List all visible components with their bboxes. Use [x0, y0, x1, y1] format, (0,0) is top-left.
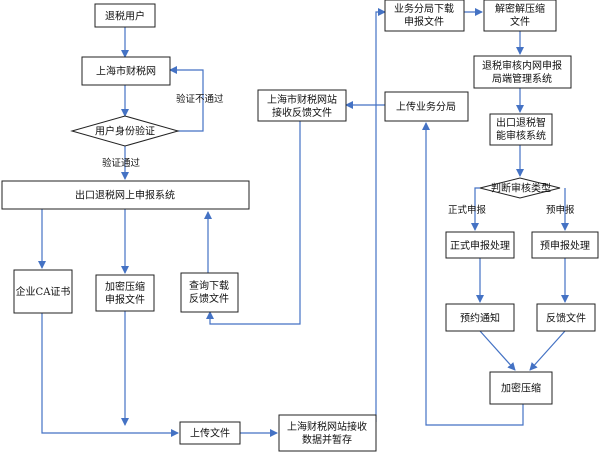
node-branch-download-line2: 申报文件	[404, 15, 444, 28]
node-pre-process-text: 预申报处理	[540, 239, 590, 252]
node-branch-download-line1: 业务分局下载	[394, 2, 454, 15]
node-smart-audit-line2: 能审核系统	[496, 129, 546, 142]
node-encrypt-compress	[489, 371, 553, 405]
node-feedback-file-text: 反馈文件	[546, 312, 586, 325]
node-upload-branch	[384, 91, 469, 122]
node-tax-user	[94, 3, 156, 28]
node-export-system	[1, 180, 250, 210]
node-appointment-notice-text: 预约通知	[460, 312, 500, 325]
node-audit-system-line2: 局端管理系统	[492, 72, 552, 85]
label-pre-declare: 预申报	[546, 204, 575, 216]
node-query-download	[180, 272, 239, 313]
node-query-download-line1: 查询下载	[189, 279, 229, 292]
node-encrypt-file	[95, 274, 155, 312]
node-formal-process-text: 正式申报处理	[450, 239, 510, 252]
node-decrypt	[483, 0, 557, 32]
node-ca-cert	[13, 269, 73, 314]
node-receive-store-line1: 上海财税网站接收	[287, 420, 367, 433]
node-upload-file-text: 上传文件	[190, 427, 230, 440]
node-audit-system	[473, 55, 572, 89]
node-upload-file	[179, 421, 241, 445]
arrow-notice-to-encrypt	[479, 330, 516, 371]
arrow-judge-to-formal	[471, 187, 480, 231]
arrow-feedback-to-encrypt	[529, 330, 566, 371]
node-receive-feedback-line1: 上海市财税网站	[267, 93, 337, 106]
label-formal-declare: 正式申报	[448, 204, 487, 216]
label-verify-pass: 验证通过	[102, 157, 141, 169]
node-encrypt-compress-text: 加密压缩	[501, 382, 541, 395]
node-receive-store-line2: 数据并暂存	[302, 433, 352, 446]
node-branch-download	[384, 0, 465, 32]
node-formal-process	[445, 231, 515, 259]
node-smart-audit-line1: 出口退税智	[496, 116, 546, 129]
node-decrypt-line1: 解密解压缩	[495, 2, 545, 15]
node-audit-system-line1: 退税审核内网申报	[482, 59, 562, 72]
node-export-system-text: 出口退税网上申报系统	[75, 189, 175, 202]
node-decrypt-line2: 文件	[510, 15, 530, 28]
node-ca-cert-text: 企业CA证书	[16, 285, 71, 298]
node-pre-process	[531, 231, 599, 259]
node-encrypt-file-line1: 加密压缩	[105, 280, 145, 293]
label-verify-fail: 验证不通过	[176, 93, 224, 105]
arrow-receive-to-branch	[375, 8, 386, 422]
node-encrypt-file-line2: 申报文件	[105, 293, 145, 306]
node-appointment-notice	[445, 303, 515, 332]
arrow-verify-fail-loop	[169, 66, 204, 132]
node-receive-store	[278, 414, 377, 452]
node-sh-tax-net	[81, 56, 171, 86]
arrow-feedback-to-query	[206, 121, 301, 325]
node-query-download-line2: 反馈文件	[189, 292, 229, 305]
connectors	[38, 8, 569, 437]
arrow-encrypt-to-branch-upload	[422, 122, 524, 426]
node-identity-check	[70, 115, 180, 147]
node-sh-tax-net-text: 上海市财税网	[96, 65, 156, 78]
node-receive-feedback-line2: 接收反馈文件	[272, 106, 332, 119]
node-tax-user-text: 退税用户	[105, 10, 145, 23]
arrow-ca-to-upload	[41, 297, 179, 437]
node-judge-type	[479, 177, 561, 199]
node-smart-audit	[489, 113, 553, 146]
node-upload-branch-text: 上传业务分局	[396, 100, 456, 113]
node-judge-type-text: 判断审核类型	[491, 182, 551, 195]
node-identity-check-text: 用户身份验证	[95, 125, 155, 138]
node-receive-feedback	[257, 89, 347, 122]
node-feedback-file	[536, 303, 596, 332]
